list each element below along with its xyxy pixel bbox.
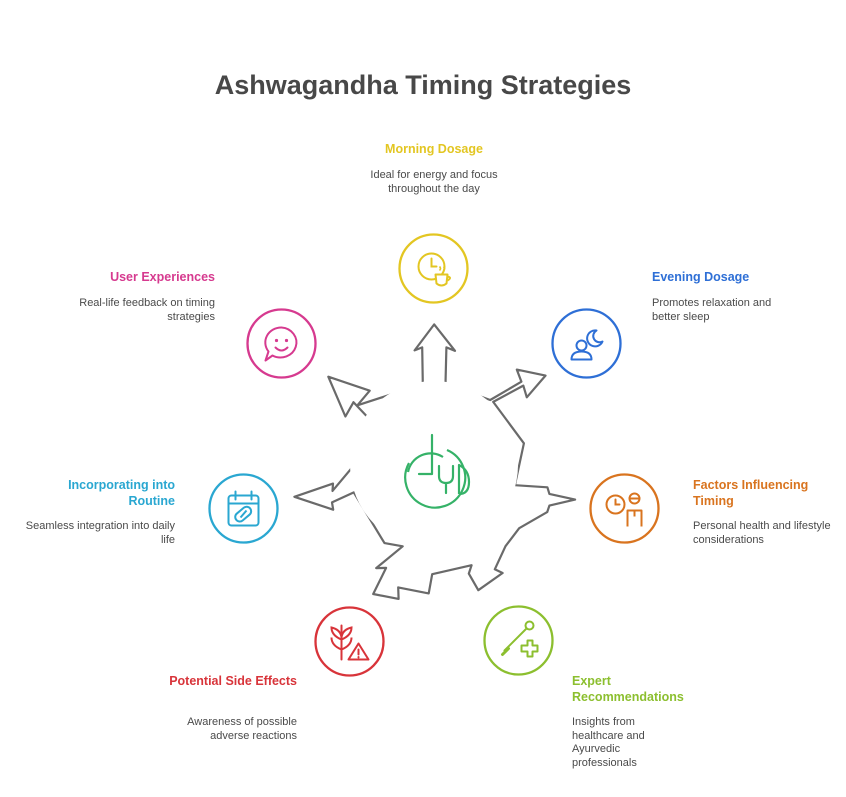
plant-warning-icon — [330, 624, 370, 661]
chat-face-icon — [264, 326, 298, 362]
clock-cup-icon — [417, 252, 451, 287]
routine-description: Seamless integration into daily life — [25, 520, 175, 546]
morning-node-circle[interactable] — [398, 233, 469, 304]
side-description: Awareness of possible adverse reactions — [187, 716, 297, 742]
side-node-circle[interactable] — [314, 606, 385, 677]
expert-description: Insights from healthcare and Ayurvedic p… — [572, 716, 645, 769]
factors-description: Personal health and lifestyle considerat… — [693, 520, 831, 546]
evening-label: Evening Dosage — [652, 270, 750, 284]
thermometer-plus-icon — [501, 620, 539, 658]
hub-with-arrows — [293, 323, 577, 600]
side-label: Potential Side Effects — [169, 674, 297, 688]
page-title: Ashwagandha Timing Strategies — [214, 70, 632, 100]
users-label: User Experiences — [110, 270, 215, 284]
users-description: Real-life feedback on timing strategies — [79, 297, 215, 323]
hub-circle — [350, 381, 518, 549]
users-node-circle[interactable] — [246, 308, 317, 379]
factors-label: Factors Influencing Timing — [693, 478, 809, 508]
person-moon-icon — [570, 329, 604, 361]
evening-description: Promotes relaxation and better sleep — [652, 297, 772, 323]
morning-label: Morning Dosage — [385, 142, 483, 156]
expert-label: Expert Recommendations — [572, 674, 684, 704]
morning-description: Ideal for energy and focus throughout th… — [370, 169, 498, 195]
clock-person-icon — [605, 492, 643, 527]
ashwagandha-plant-icon — [404, 433, 471, 509]
expert-node-circle[interactable] — [483, 605, 554, 676]
calendar-pill-icon — [227, 490, 260, 527]
routine-label: Incorporating into Routine — [68, 478, 175, 508]
